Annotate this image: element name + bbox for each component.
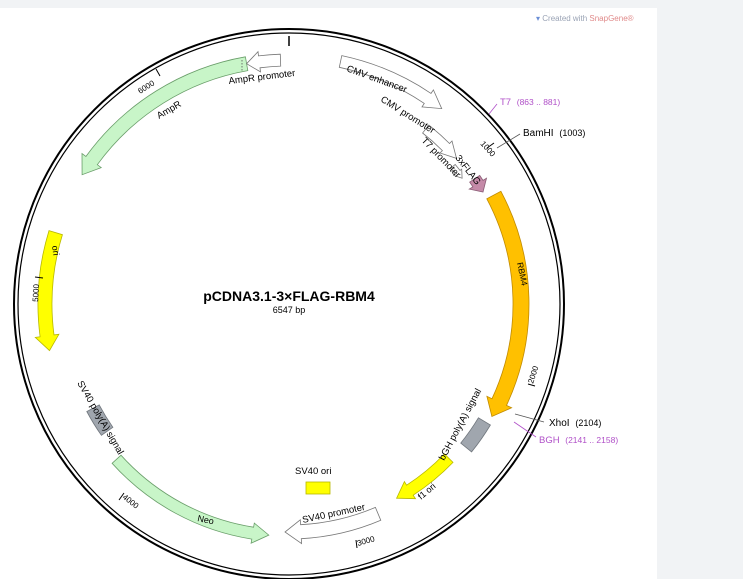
tick-4000: 4000 bbox=[118, 492, 141, 511]
snapgene-watermark: ▾ Created with SnapGene® bbox=[536, 14, 634, 23]
bgh-site-pos: (2141 .. 2158) bbox=[565, 435, 618, 445]
plasmid-name: pCDNA3.1-3×FLAG-RBM4 bbox=[203, 288, 375, 304]
t7-site-pos: (863 .. 881) bbox=[517, 97, 561, 107]
cmv-promoter-arrow bbox=[422, 124, 458, 160]
ampr-promoter-arrow bbox=[245, 50, 282, 73]
tick-4000-label: 4000 bbox=[121, 492, 141, 510]
bgh-site-annotation: BGH (2141 .. 2158) bbox=[539, 435, 618, 446]
t7-site-leader bbox=[488, 103, 498, 115]
bgh-site-leader bbox=[513, 421, 537, 438]
bgh-signal-box bbox=[460, 417, 491, 453]
sv40-promoter-arrow bbox=[284, 506, 382, 545]
label-neo: Neo bbox=[197, 513, 215, 526]
t7-promoter-arrow bbox=[450, 163, 463, 179]
tick-1000-label: 1000 bbox=[479, 139, 498, 159]
xhoi-site-leader bbox=[514, 413, 545, 423]
rbm4-arrow bbox=[486, 190, 530, 418]
ori-arrow bbox=[34, 230, 63, 352]
tick-5000: 5000 bbox=[31, 276, 44, 302]
flag-tag-arrow bbox=[468, 174, 488, 193]
backbone-outer-circle bbox=[13, 28, 565, 579]
tick-1000: 1000 bbox=[479, 139, 498, 159]
bamhi-site-annotation: BamHI (1003) bbox=[523, 128, 585, 139]
tick-2000: 2000 bbox=[526, 364, 541, 387]
sv40-signal-box bbox=[86, 404, 114, 436]
t7-site-annotation: T7 (863 .. 881) bbox=[500, 97, 560, 108]
xhoi-site-pos: (2104) bbox=[575, 418, 601, 428]
tick-5000-label: 5000 bbox=[31, 283, 41, 302]
snapgene-logo-icon: ▾ bbox=[536, 14, 541, 23]
backbone-inner-circle bbox=[17, 32, 561, 576]
label-rbm4: RBM4 bbox=[515, 261, 530, 286]
tick-3000-label: 3000 bbox=[356, 534, 376, 548]
neo-arrow bbox=[111, 454, 270, 544]
xhoi-site-name: XhoI bbox=[549, 418, 570, 429]
bamhi-site-name: BamHI bbox=[523, 128, 554, 139]
plasmid-size: 6547 bp bbox=[273, 305, 306, 315]
xhoi-site-annotation: XhoI (2104) bbox=[549, 418, 601, 429]
bgh-site-name: BGH bbox=[539, 435, 560, 446]
ampr-arrow bbox=[81, 56, 249, 176]
cmv-enhancer-arrow bbox=[338, 55, 443, 110]
bamhi-site-leader bbox=[496, 133, 521, 149]
bamhi-site-pos: (1003) bbox=[559, 128, 585, 138]
tick-3000: 3000 bbox=[355, 534, 376, 549]
t7-site-name: T7 bbox=[500, 97, 511, 108]
watermark-prefix: Created with bbox=[542, 14, 590, 23]
watermark-brand: SnapGene® bbox=[589, 14, 634, 23]
f1-ori-arrow bbox=[395, 453, 454, 500]
label-sv40-signal: SV40 poly(A) signal bbox=[74, 379, 125, 457]
tick-2000-label: 2000 bbox=[526, 364, 540, 384]
sv40-ori-box bbox=[305, 481, 331, 495]
label-sv40-ori: SV40 ori bbox=[295, 466, 331, 477]
label-ori: ori bbox=[50, 245, 61, 256]
